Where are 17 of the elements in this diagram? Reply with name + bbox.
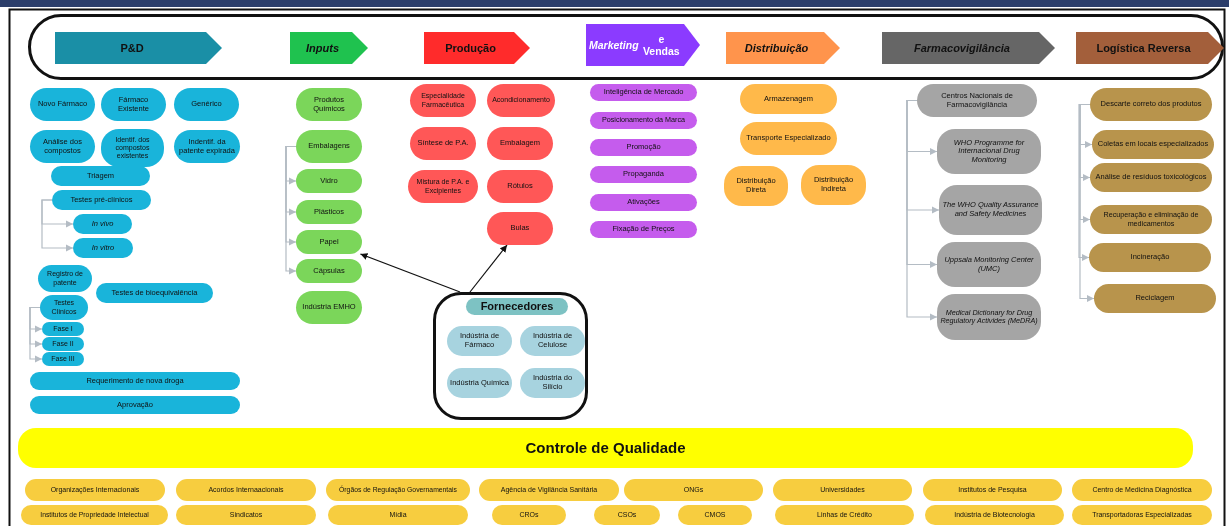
- arrow: [29, 306, 43, 363]
- arrow: [469, 244, 508, 293]
- rounded-frame: [433, 292, 588, 420]
- phase-header: Distribuição: [726, 32, 840, 64]
- quality-band: Controle de Qualidade: [18, 428, 1193, 468]
- arrow: [359, 253, 461, 293]
- rounded-frame: [28, 14, 1224, 80]
- phase-header: Inputs: [290, 32, 368, 64]
- arrow: [41, 199, 74, 252]
- arrow: [906, 99, 938, 321]
- phase-header: Farmacovigilância: [882, 32, 1055, 64]
- arrow: [1079, 103, 1095, 302]
- phase-header: Logística Reversa: [1076, 32, 1224, 64]
- pill-node: Fornecedores: [466, 298, 568, 315]
- arrow: [1078, 103, 1091, 261]
- phase-header: P&D: [55, 32, 222, 64]
- phase-header: Produção: [424, 32, 530, 64]
